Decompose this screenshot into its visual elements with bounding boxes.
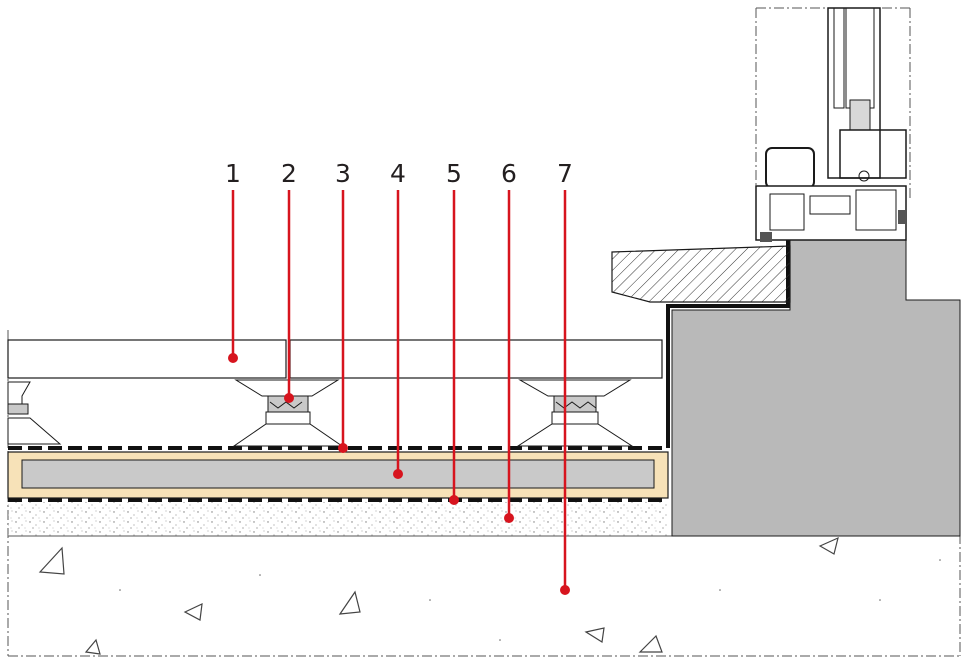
window-frame bbox=[755, 7, 911, 242]
callout-label-7: 7 bbox=[557, 159, 573, 188]
callout-label-6: 6 bbox=[501, 159, 517, 188]
callout-label-4: 4 bbox=[390, 159, 406, 188]
callout-label-2: 2 bbox=[281, 159, 297, 188]
pedestal-right bbox=[516, 379, 634, 447]
pedestal-left bbox=[7, 381, 62, 445]
screed-layer bbox=[8, 502, 668, 536]
deck-boards bbox=[7, 339, 663, 379]
leader-lines bbox=[228, 190, 570, 595]
stone-sill bbox=[611, 245, 791, 303]
insulation-core bbox=[21, 459, 655, 489]
pedestal-middle bbox=[232, 379, 344, 447]
callout-label-3: 3 bbox=[335, 159, 351, 188]
callout-label-1: 1 bbox=[225, 159, 241, 188]
callout-label-5: 5 bbox=[446, 159, 462, 188]
